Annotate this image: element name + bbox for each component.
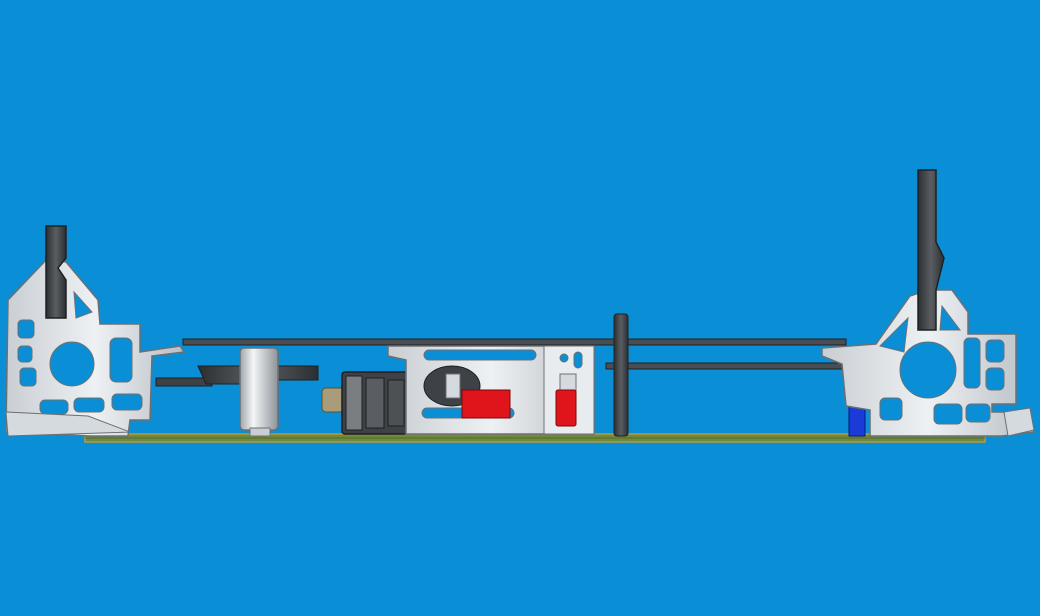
motor [321,371,409,435]
cylinder-spacer [239,347,279,437]
front-left-bulkhead [5,257,186,437]
red-components [461,389,577,427]
front-shock-mount [45,225,67,319]
rear-right-bulkhead [821,289,1035,437]
center-post [613,313,629,437]
steering-linkage [155,365,319,387]
rear-shock-mount [917,169,945,331]
